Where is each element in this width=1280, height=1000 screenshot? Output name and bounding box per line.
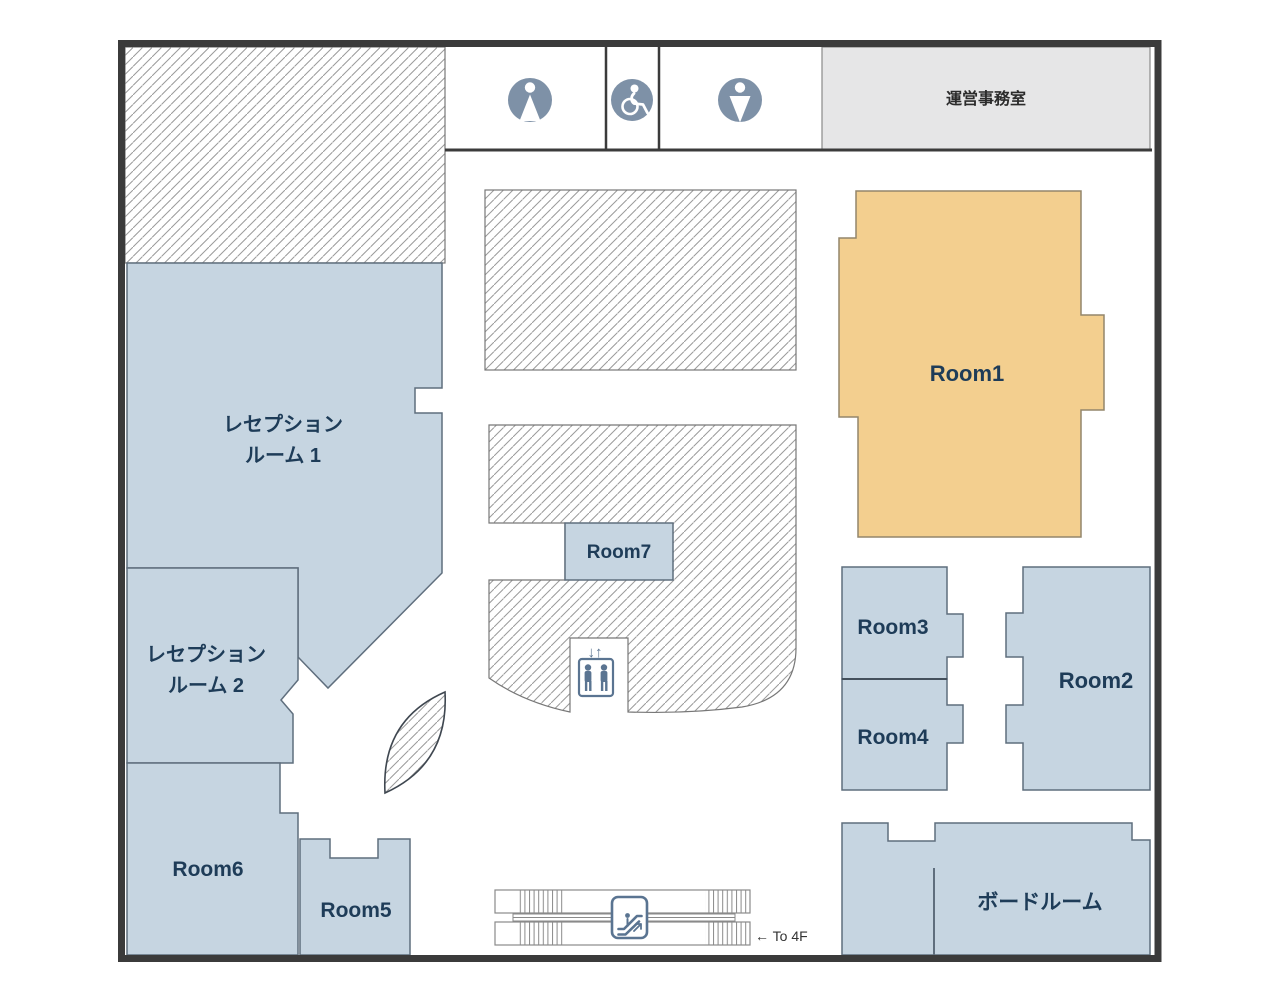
elevator-icon: ↓↑ bbox=[577, 644, 615, 698]
office-label: 運営事務室 bbox=[946, 89, 1026, 108]
room6-label: Room6 bbox=[172, 858, 243, 881]
female-toilet-icon bbox=[508, 78, 552, 122]
room3-label: Room3 bbox=[857, 616, 928, 639]
room4 bbox=[841, 678, 964, 791]
escalator-steps-top-right bbox=[705, 890, 749, 913]
boardroom-label: ボードルーム bbox=[977, 891, 1102, 914]
reception-room-2-label-line2: ルーム 2 bbox=[168, 675, 244, 697]
planter-leaf-shape bbox=[384, 690, 446, 795]
office-room bbox=[821, 46, 1151, 151]
room5-label: Room5 bbox=[320, 899, 391, 922]
to-4f-annotation: ← To 4F bbox=[755, 928, 808, 944]
room2-label: Room2 bbox=[1059, 668, 1134, 693]
elevator-car-outline bbox=[577, 657, 615, 698]
escalator-steps-bottom-right bbox=[705, 922, 749, 945]
escalator-steps-top-left bbox=[517, 890, 563, 913]
boardroom bbox=[841, 822, 1151, 956]
elevator-direction-arrows: ↓↑ bbox=[588, 644, 603, 661]
escalator-steps-bottom-left bbox=[517, 922, 563, 945]
escalator-icon bbox=[610, 895, 649, 940]
hatched-area-top-left bbox=[124, 46, 446, 264]
room7-label: Room7 bbox=[587, 542, 651, 563]
male-toilet-icon bbox=[718, 78, 762, 123]
escalator: ← To 4F bbox=[494, 889, 808, 946]
room7 bbox=[564, 522, 674, 581]
hatched-area-center bbox=[484, 189, 797, 371]
room1 bbox=[838, 190, 1105, 538]
room1-label: Room1 bbox=[930, 361, 1005, 386]
reception-room-1-label-line2: ルーム 1 bbox=[245, 445, 321, 467]
outer-wall bbox=[118, 40, 1162, 962]
reception-room-2-label-line1: レセプション bbox=[146, 643, 266, 666]
reception-room-1-label-line1: レセプション bbox=[223, 413, 343, 436]
room2 bbox=[1005, 566, 1151, 791]
top-service-row: 運営事務室 bbox=[445, 46, 1152, 152]
wheelchair-accessible-icon bbox=[611, 79, 653, 121]
elevator-passengers bbox=[584, 664, 608, 691]
room4-label: Room4 bbox=[857, 726, 928, 749]
